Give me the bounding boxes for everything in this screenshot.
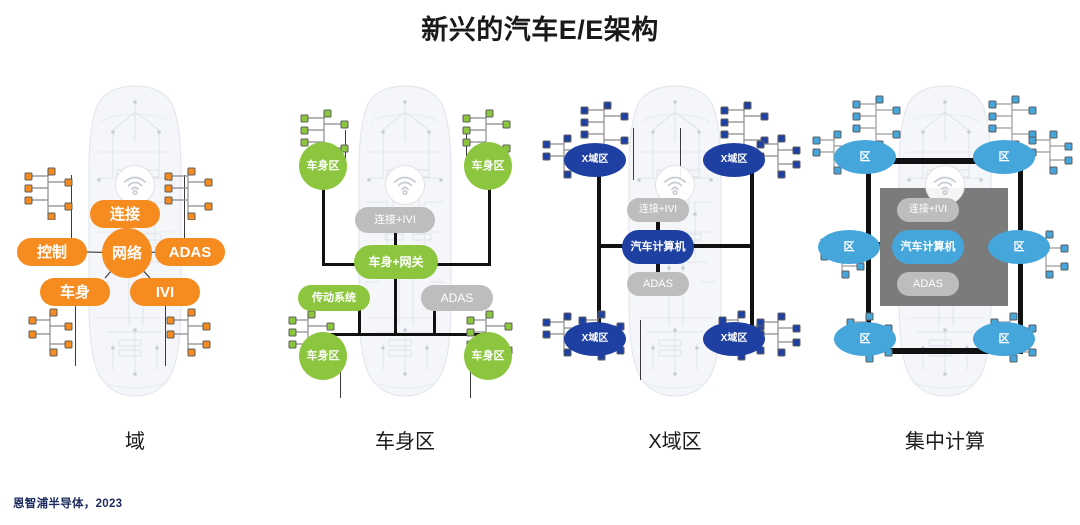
node-body-zone-2[interactable]: 连接+IVI xyxy=(355,207,435,233)
connector-line xyxy=(656,262,660,276)
panel-caption-domain: 域 xyxy=(125,431,145,453)
wifi-icon xyxy=(385,165,425,205)
connector-line xyxy=(488,166,491,266)
node-body-zone-0[interactable]: 车身区 xyxy=(299,142,347,190)
node-domain-1[interactable]: 控制 xyxy=(17,238,87,266)
node-domain-0[interactable]: 连接 xyxy=(90,200,160,228)
connector-line xyxy=(394,225,397,250)
connector-line xyxy=(340,360,342,398)
panel-caption-body-zone: 车身区 xyxy=(375,431,435,453)
connector-line xyxy=(470,360,472,398)
node-central-compute-6[interactable]: 区 xyxy=(988,230,1050,264)
panel-caption-x-domain-zone: X域区 xyxy=(648,431,702,453)
node-body-zone-4[interactable]: 传动系统 xyxy=(298,285,370,311)
node-domain-4[interactable]: 车身 xyxy=(40,278,110,306)
connector-line xyxy=(750,162,754,346)
node-body-zone-6[interactable]: 车身区 xyxy=(299,332,347,380)
connector-line xyxy=(656,218,660,234)
node-central-compute-2[interactable]: 区 xyxy=(818,230,880,264)
connector-line xyxy=(690,244,754,248)
connector-line xyxy=(466,130,468,170)
page-title: 新兴的汽车E/E架构 xyxy=(421,15,659,45)
node-central-compute-7[interactable]: 区 xyxy=(834,322,896,356)
sensor-node-cluster xyxy=(24,306,76,360)
connector-line xyxy=(633,128,635,180)
node-body-zone-5[interactable]: ADAS xyxy=(421,285,493,311)
connector-line xyxy=(890,158,1000,164)
node-central-compute-5[interactable]: ADAS xyxy=(897,272,959,296)
node-x-domain-zone-0[interactable]: X域区 xyxy=(564,143,626,177)
node-x-domain-zone-1[interactable]: X域区 xyxy=(703,143,765,177)
connector-line xyxy=(640,320,642,380)
node-x-domain-zone-2[interactable]: 连接+IVI xyxy=(627,198,689,222)
node-domain-5[interactable]: IVI xyxy=(130,278,200,306)
connector-line xyxy=(322,333,494,336)
node-domain-2[interactable]: 网络 xyxy=(102,228,152,278)
connector-line xyxy=(184,175,186,253)
sensor-node-cluster xyxy=(22,166,74,220)
connector-line xyxy=(597,162,601,346)
connector-line xyxy=(433,295,436,335)
node-central-compute-0[interactable]: 区 xyxy=(834,140,896,174)
connector-line xyxy=(890,348,1000,354)
connector-line xyxy=(597,244,627,248)
panel-caption-central-compute: 集中计算 xyxy=(905,431,985,453)
sensor-node-cluster xyxy=(1026,126,1078,180)
node-central-compute-3[interactable]: 连接+IVI xyxy=(897,198,959,222)
node-x-domain-zone-4[interactable]: ADAS xyxy=(627,272,689,296)
node-x-domain-zone-3[interactable]: 汽车计算机 xyxy=(622,230,694,264)
connector-line xyxy=(680,128,682,180)
node-body-zone-1[interactable]: 车身区 xyxy=(464,142,512,190)
connector-line xyxy=(75,306,77,366)
node-central-compute-1[interactable]: 区 xyxy=(973,140,1035,174)
node-body-zone-7[interactable]: 车身区 xyxy=(464,332,512,380)
sensor-node-cluster xyxy=(162,166,214,220)
connector-line xyxy=(358,295,361,335)
node-x-domain-zone-5[interactable]: X域区 xyxy=(564,322,626,356)
connector-layer xyxy=(540,70,810,410)
connector-line xyxy=(322,166,325,266)
node-central-compute-8[interactable]: 区 xyxy=(973,322,1035,356)
footer-attribution: 恩智浦半导体，2023 xyxy=(13,498,123,510)
node-domain-3[interactable]: ADAS xyxy=(155,238,225,266)
node-central-compute-4[interactable]: 汽车计算机 xyxy=(892,230,964,264)
connector-line xyxy=(394,276,397,336)
sensor-node-cluster xyxy=(162,306,214,360)
connector-line xyxy=(165,306,167,366)
node-x-domain-zone-6[interactable]: X域区 xyxy=(703,322,765,356)
connector-line xyxy=(71,175,73,253)
node-body-zone-3[interactable]: 车身+网关 xyxy=(354,245,438,279)
connector-line xyxy=(396,263,491,266)
wifi-icon xyxy=(115,165,155,205)
